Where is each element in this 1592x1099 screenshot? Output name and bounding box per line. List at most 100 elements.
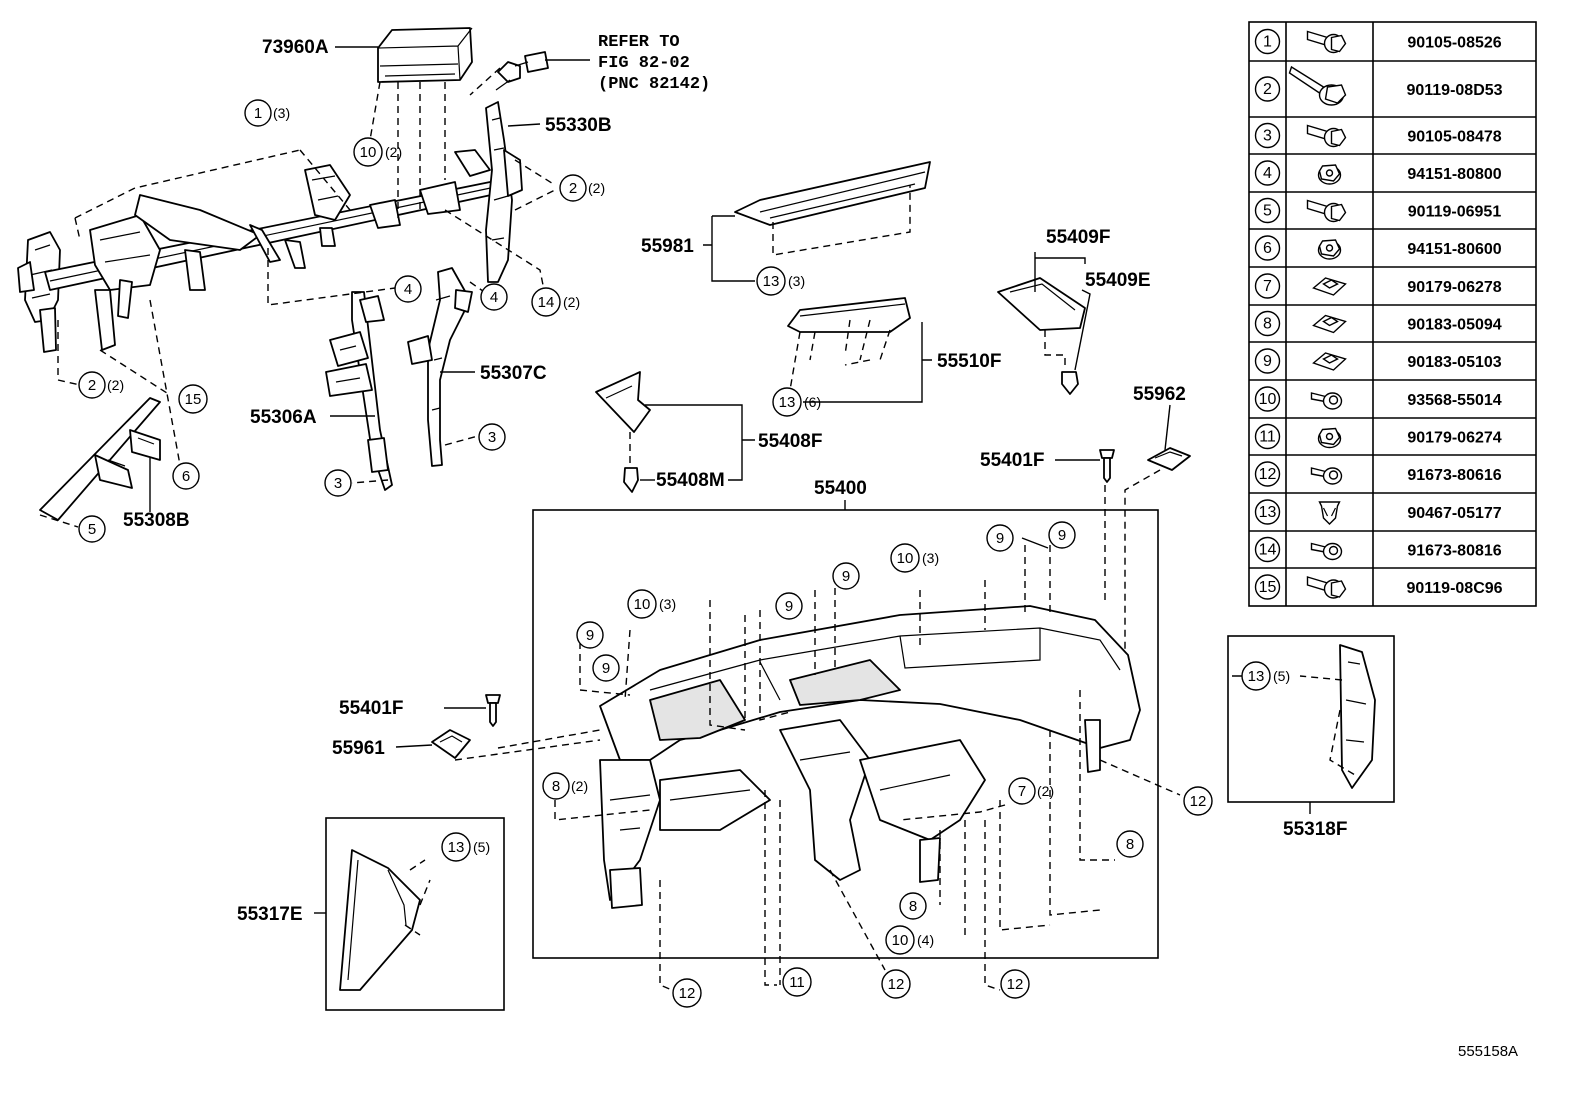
callout-10d: 10(4): [885, 925, 934, 955]
callout-8a: 8(2): [542, 772, 588, 800]
callout-15: 15: [178, 384, 208, 414]
callout-12c: 12: [881, 969, 911, 999]
table-row: 9 90183-05103: [1254, 348, 1502, 374]
table-part-code: 90179-06274: [1407, 430, 1501, 447]
label-55306A: 55306A: [250, 407, 317, 428]
figure-code: 555158A: [1458, 1043, 1518, 1060]
svg-text:4: 4: [404, 281, 412, 298]
svg-text:13: 13: [1248, 668, 1265, 685]
table-callout-number: 6: [1263, 240, 1272, 257]
table-part-code: 90105-08478: [1407, 129, 1501, 146]
screw-55401F-top: [1099, 449, 1115, 483]
screw-washer-icon: [1310, 392, 1343, 410]
table-callout-number: 9: [1263, 353, 1272, 370]
table-part-code: 90183-05103: [1407, 354, 1501, 371]
svg-text:13: 13: [779, 394, 796, 411]
nut-flange-icon: [1317, 239, 1342, 260]
part-labels: 73960A REFER TO FIG 82-02 (PNC 82142) 55…: [123, 33, 1518, 1060]
callout-6: 6: [172, 462, 200, 490]
clip-55408M: [623, 467, 639, 493]
callout-9b: 9: [1048, 521, 1076, 549]
callout-11: 11: [782, 967, 812, 997]
refer-line-1: REFER TO: [598, 33, 680, 52]
label-55330B: 55330B: [545, 115, 612, 136]
callout-13b: 13(6): [772, 387, 821, 417]
svg-text:10: 10: [892, 932, 909, 949]
callout-9e: 9: [576, 621, 604, 649]
table-part-code: 91673-80816: [1407, 543, 1501, 560]
dashed-leader-lines: [39, 67, 1356, 991]
label-55981: 55981: [641, 236, 694, 257]
callout-4a: 4: [394, 275, 422, 303]
frame-55318F: [1227, 635, 1395, 803]
svg-text:9: 9: [996, 530, 1004, 547]
table-part-code: 90119-08C96: [1406, 580, 1502, 597]
svg-text:9: 9: [1058, 527, 1066, 544]
screw-55401F-left: [485, 694, 501, 727]
svg-text:4: 4: [490, 289, 498, 306]
callout-9c: 9: [832, 562, 860, 590]
side-panel-55317E: [339, 849, 421, 991]
svg-text:12: 12: [1190, 793, 1207, 810]
callout-8b: 8: [1116, 830, 1144, 858]
svg-text:3: 3: [488, 429, 496, 446]
bolt-flange-icon: [1306, 199, 1347, 223]
label-55510F: 55510F: [937, 351, 1001, 372]
svg-text:9: 9: [785, 598, 793, 615]
svg-text:9: 9: [842, 568, 850, 585]
callout-9d: 9: [775, 592, 803, 620]
callout-12b: 12: [672, 978, 702, 1008]
module-73960A: [377, 27, 473, 83]
svg-text:12: 12: [1007, 976, 1024, 993]
table-callout-number: 11: [1259, 429, 1276, 446]
table-part-code: 90179-06278: [1407, 279, 1501, 296]
svg-text:14: 14: [538, 294, 555, 311]
table-part-code: 90183-05094: [1407, 317, 1501, 334]
svg-text:(2): (2): [571, 778, 588, 794]
label-55409F: 55409F: [1046, 227, 1110, 248]
connector-refer: [495, 51, 549, 91]
svg-text:13: 13: [763, 273, 780, 290]
callout-13c: 13(5): [441, 832, 490, 862]
svg-text:12: 12: [679, 985, 696, 1002]
callout-3b: 3: [478, 423, 506, 451]
label-55317E: 55317E: [237, 904, 303, 925]
svg-text:(5): (5): [473, 839, 490, 855]
table-part-code: 90119-08D53: [1406, 82, 1502, 99]
table-callout-number: 1: [1263, 34, 1272, 51]
svg-text:2: 2: [88, 377, 96, 394]
clip-55409E: [1061, 371, 1079, 395]
screw-washer-icon: [1310, 542, 1343, 561]
bolt-flange-icon: [1306, 30, 1347, 54]
nut-flange-icon: [1317, 427, 1342, 449]
panel-55981: [734, 161, 931, 226]
svg-text:10: 10: [897, 550, 914, 567]
table-callout-number: 8: [1263, 316, 1272, 333]
clip-nut-icon: [1312, 277, 1347, 296]
table-row: 11 90179-06274: [1254, 423, 1502, 450]
svg-text:(2): (2): [385, 144, 402, 160]
table-callout-number: 4: [1263, 165, 1272, 182]
panel-55409F: [997, 277, 1086, 331]
callout-12a: 12: [1183, 786, 1213, 816]
svg-text:9: 9: [602, 660, 610, 677]
callout-5: 5: [78, 515, 106, 543]
table-callout-number: 7: [1263, 278, 1272, 295]
leader-lines: [149, 46, 1311, 914]
clip-55962: [1147, 447, 1191, 471]
svg-text:(2): (2): [588, 180, 605, 196]
panel-55408F: [595, 371, 651, 433]
svg-text:15: 15: [185, 391, 202, 408]
label-73960A: 73960A: [262, 37, 329, 58]
table-callout-number: 5: [1263, 203, 1272, 220]
callout-12d: 12: [1000, 969, 1030, 999]
svg-text:11: 11: [789, 974, 805, 991]
label-55408F: 55408F: [758, 431, 822, 452]
